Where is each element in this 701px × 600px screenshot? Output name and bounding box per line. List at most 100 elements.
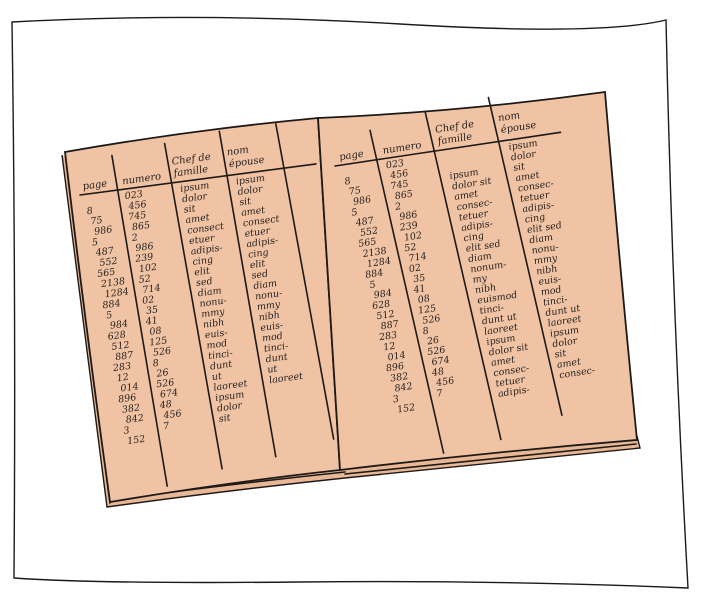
numero-cell: 7 xyxy=(435,388,444,400)
epouse-cell: mod xyxy=(261,331,283,345)
epouse-cell: ipsum xyxy=(508,138,539,153)
epouse-cell: cing xyxy=(247,247,269,261)
epouse-cell: adipis- xyxy=(521,200,555,215)
chef-cell: ut xyxy=(211,371,223,383)
page-cell: 152 xyxy=(126,434,146,447)
numero-cell: 239 xyxy=(133,252,154,265)
epouse-cell: elit sed xyxy=(526,220,563,236)
numero-cell: 674 xyxy=(159,387,179,400)
chef-cell: amet xyxy=(453,188,479,202)
chef-cell: sit xyxy=(183,203,197,215)
epouse-cell: ut xyxy=(267,364,279,376)
numero-cell: 456 xyxy=(434,375,455,389)
page-cell: 984 xyxy=(109,319,129,332)
epouse-cell: dolor xyxy=(510,149,539,164)
page-cell: 382 xyxy=(389,371,409,384)
numero-cell: 456 xyxy=(162,408,183,421)
numero-cell: 52 xyxy=(138,273,152,285)
epouse-cell: amet xyxy=(556,357,582,371)
page-cell: 565 xyxy=(96,267,116,280)
chef-cell: tetuer xyxy=(458,208,491,223)
column-rule xyxy=(218,130,277,458)
page-cell: 5 xyxy=(369,279,377,291)
numero-cell: 52 xyxy=(403,242,417,255)
page-cell: 565 xyxy=(357,236,377,249)
numero-cell: 41 xyxy=(144,315,159,328)
numero-cell: 102 xyxy=(138,262,158,275)
epouse-cell: mmy xyxy=(533,253,559,267)
page-cell: 75 xyxy=(90,215,104,227)
page-cell: 152 xyxy=(396,402,416,415)
epouse-cell: consect xyxy=(242,214,280,230)
numero-cell: 125 xyxy=(417,303,437,316)
chef-cell: cing xyxy=(192,254,214,268)
chef-cell: ipsum xyxy=(214,389,245,404)
numero-cell: 26 xyxy=(155,367,170,380)
header-nom-epouse: épouse xyxy=(228,155,265,171)
chef-cell: laoreet xyxy=(213,378,249,393)
numero-cell: 865 xyxy=(394,189,414,202)
chef-cell: nonu- xyxy=(199,295,228,309)
page-cell: 3 xyxy=(392,394,400,406)
header-nom-epouse: épouse xyxy=(500,120,538,136)
page-cell: 512 xyxy=(375,309,395,322)
numero-cell: 526 xyxy=(421,313,441,326)
page-cell: 014 xyxy=(387,350,407,363)
header-page: page xyxy=(338,149,365,163)
chef-cell: amet xyxy=(185,212,211,226)
header-rule xyxy=(334,131,562,167)
epouse-cell: tinci- xyxy=(542,294,569,308)
chef-cell: elit xyxy=(193,266,210,279)
page-cell: 884 xyxy=(102,298,122,311)
epouse-cell: consec- xyxy=(517,178,555,194)
chef-cell: ipsum xyxy=(485,333,516,348)
chef-cell: adipis- xyxy=(497,384,531,399)
numero-cell: 8 xyxy=(152,358,160,370)
epouse-cell: sed xyxy=(251,269,269,282)
column-rule xyxy=(111,154,169,487)
epouse-cell: mod xyxy=(540,284,563,298)
page-cell: 8 xyxy=(344,176,352,188)
chef-cell: cing xyxy=(462,230,485,244)
chef-cell: ipsum xyxy=(449,167,480,182)
epouse-cell: nibh xyxy=(535,264,558,278)
numero-cell: 526 xyxy=(152,346,172,359)
page-cell: 628 xyxy=(371,299,391,312)
chef-cell: elit sed xyxy=(465,239,502,255)
epouse-cell: dolor xyxy=(237,184,265,198)
chef-cell: my xyxy=(472,273,489,286)
header-chef-de-famille: famille xyxy=(436,132,474,148)
epouse-cell: etuer xyxy=(244,225,273,239)
chef-cell: euis- xyxy=(204,327,228,341)
numero-cell: 714 xyxy=(142,283,162,296)
epouse-cell: diam xyxy=(253,278,278,292)
chef-cell: consect xyxy=(186,221,224,237)
numero-cell: 02 xyxy=(141,294,155,306)
page-cell: 896 xyxy=(117,392,137,405)
chef-cell: tinci- xyxy=(207,348,233,362)
numero-cell: 41 xyxy=(411,283,426,296)
page-cell: 552 xyxy=(359,225,379,238)
numero-cell: 986 xyxy=(398,209,418,222)
numero-cell: 35 xyxy=(145,304,159,316)
page-cell: 512 xyxy=(111,340,131,353)
numero-cell: 456 xyxy=(127,199,148,212)
numero-cell: 023 xyxy=(124,189,144,202)
numero-cell: 745 xyxy=(127,210,147,223)
page-cell: 984 xyxy=(373,288,393,301)
numero-cell: 714 xyxy=(408,251,428,264)
header-page: page xyxy=(82,178,108,192)
epouse-cell: sit xyxy=(238,196,252,208)
epouse-cell: nonu- xyxy=(254,288,283,302)
epouse-cell: laoreet xyxy=(268,371,304,386)
epouse-cell: dunt xyxy=(265,352,289,366)
page-cell: 842 xyxy=(393,381,413,394)
page-cell: 552 xyxy=(99,256,119,269)
numero-cell: 526 xyxy=(426,345,446,358)
page-cell: 8 xyxy=(86,206,94,218)
epouse-cell: amet xyxy=(514,170,540,184)
chef-cell: dunt xyxy=(209,359,233,373)
column-rule xyxy=(163,142,223,470)
header-numero: numero xyxy=(121,171,162,187)
